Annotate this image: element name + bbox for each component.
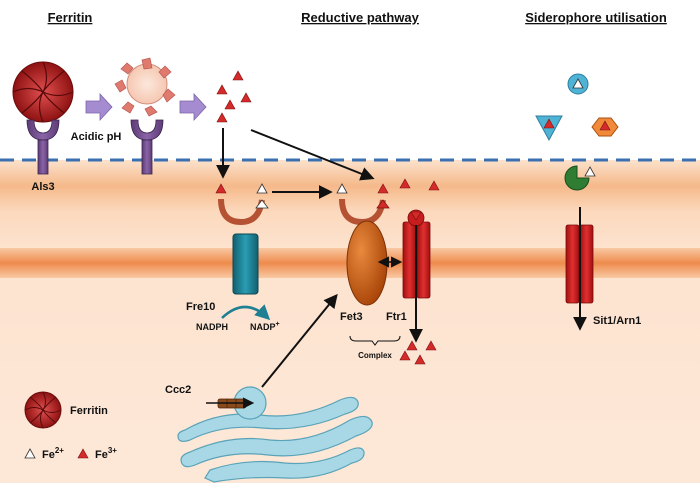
sit1-arn1-label: Sit1/Arn1 — [593, 315, 641, 327]
als3-receptor-1 — [26, 119, 60, 175]
header-ferritin: Ferritin — [48, 10, 93, 25]
legend-fe3-label: Fe3+ — [95, 446, 117, 461]
legend-fe2-label: Fe2+ — [42, 446, 64, 461]
fet3-protein — [346, 220, 388, 306]
nadph-reaction-arrow — [221, 304, 271, 321]
complex-bracket — [349, 335, 401, 346]
siderophore-circle-fe2 — [567, 73, 589, 95]
acidic-ph-label: Acidic pH — [71, 131, 122, 143]
header-reductive-pathway: Reductive pathway — [301, 10, 420, 25]
ccc2-label: Ccc2 — [165, 384, 191, 396]
complex-label: Complex — [358, 351, 392, 360]
siderophore-hexagon-fe3 — [591, 117, 619, 137]
fre10-protein — [232, 233, 259, 295]
fre10-label: Fre10 — [186, 301, 215, 313]
legend-ferritin-label: Ferritin — [70, 405, 108, 417]
ferritin-closed — [12, 61, 74, 123]
purple-arrow-1 — [85, 92, 113, 122]
golgi-stacks — [177, 396, 373, 483]
ftr1-label: Ftr1 — [386, 311, 407, 323]
als3-label: Als3 — [31, 181, 54, 193]
purple-arrow-2 — [179, 92, 207, 122]
fe3-cluster-released — [216, 70, 252, 123]
ferritin-opening — [114, 57, 176, 117]
als3-receptor-2 — [130, 119, 164, 175]
header-siderophore: Siderophore utilisation — [525, 10, 667, 25]
legend-ferritin-icon — [24, 391, 62, 429]
arrow-to-reductive — [250, 129, 375, 181]
siderophore-bound-pie — [564, 165, 596, 191]
nadph-label: NADPH — [196, 322, 228, 332]
fre10-reduction-arrow — [218, 198, 265, 226]
fet3-label: Fet3 — [340, 311, 363, 323]
siderophore-triangle-fe3 — [535, 115, 563, 142]
arrow-ccc2-to-fet3 — [261, 293, 338, 388]
nadp-label: NADP+ — [250, 321, 280, 332]
legend: Ferritin Fe2+ Fe3+ — [24, 391, 117, 461]
